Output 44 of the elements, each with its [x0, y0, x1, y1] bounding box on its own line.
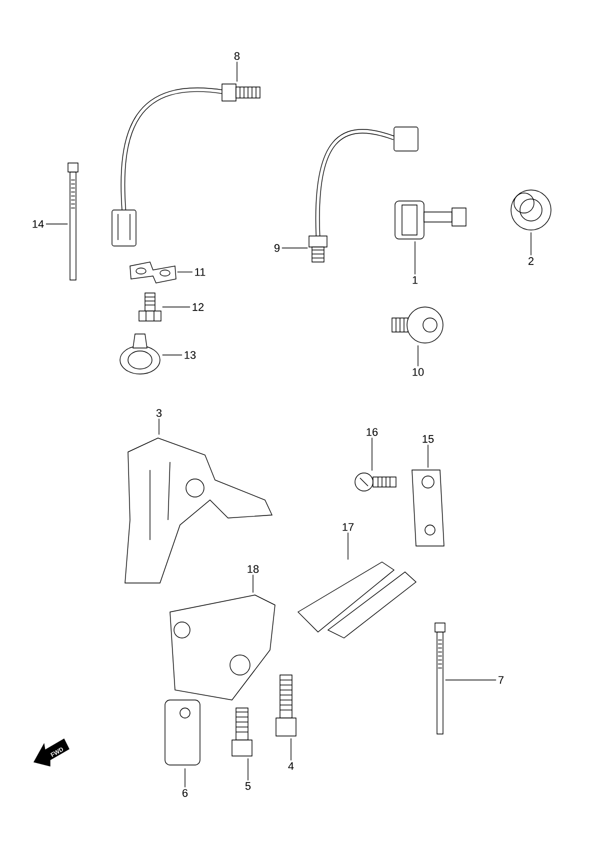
- leader-line: [158, 418, 160, 435]
- part-drawing: [232, 708, 252, 756]
- part-drawing: [394, 200, 466, 240]
- callout-number: 15: [422, 435, 434, 443]
- callout-number: 6: [182, 789, 188, 797]
- callout-number: 7: [498, 676, 504, 684]
- leader-line: [162, 306, 190, 308]
- part-drawing: [170, 594, 276, 700]
- callout-number: 9: [274, 244, 280, 252]
- part-drawing: [68, 162, 78, 280]
- part-drawing: [412, 470, 444, 546]
- callout-number: 4: [288, 762, 294, 770]
- callout-number: 5: [245, 782, 251, 790]
- leader-line: [162, 354, 182, 356]
- part-drawing: [130, 262, 176, 284]
- leader-line: [184, 768, 186, 788]
- callout-number: 8: [234, 52, 240, 60]
- part-drawing: [112, 84, 260, 246]
- callout-number: 11: [195, 268, 206, 276]
- leader-line: [252, 574, 254, 593]
- callout-number: 13: [184, 351, 196, 359]
- part-drawing: [120, 334, 160, 374]
- callout-number: 1: [412, 276, 418, 284]
- callout-number: 18: [248, 565, 259, 573]
- callout-number: 12: [192, 303, 204, 311]
- part-drawing: [308, 126, 418, 262]
- part-drawing: [164, 700, 200, 766]
- callout-number: 3: [156, 409, 162, 417]
- part-drawing: [434, 622, 446, 734]
- callout-number: 10: [412, 368, 424, 376]
- callout-number: 2: [528, 257, 534, 265]
- callout-number: 16: [366, 428, 378, 436]
- leader-line: [290, 738, 292, 761]
- part-drawing: [392, 306, 444, 344]
- leader-line: [236, 61, 238, 82]
- part-drawing: [276, 674, 296, 736]
- part-drawing: [124, 438, 273, 584]
- part-drawing: [354, 472, 396, 492]
- part-drawing: [510, 190, 552, 230]
- callout-number: 17: [342, 523, 354, 531]
- leader-line: [414, 241, 416, 275]
- leader-line: [530, 232, 532, 256]
- part-drawing: [138, 292, 162, 322]
- callout-number: 14: [32, 220, 44, 228]
